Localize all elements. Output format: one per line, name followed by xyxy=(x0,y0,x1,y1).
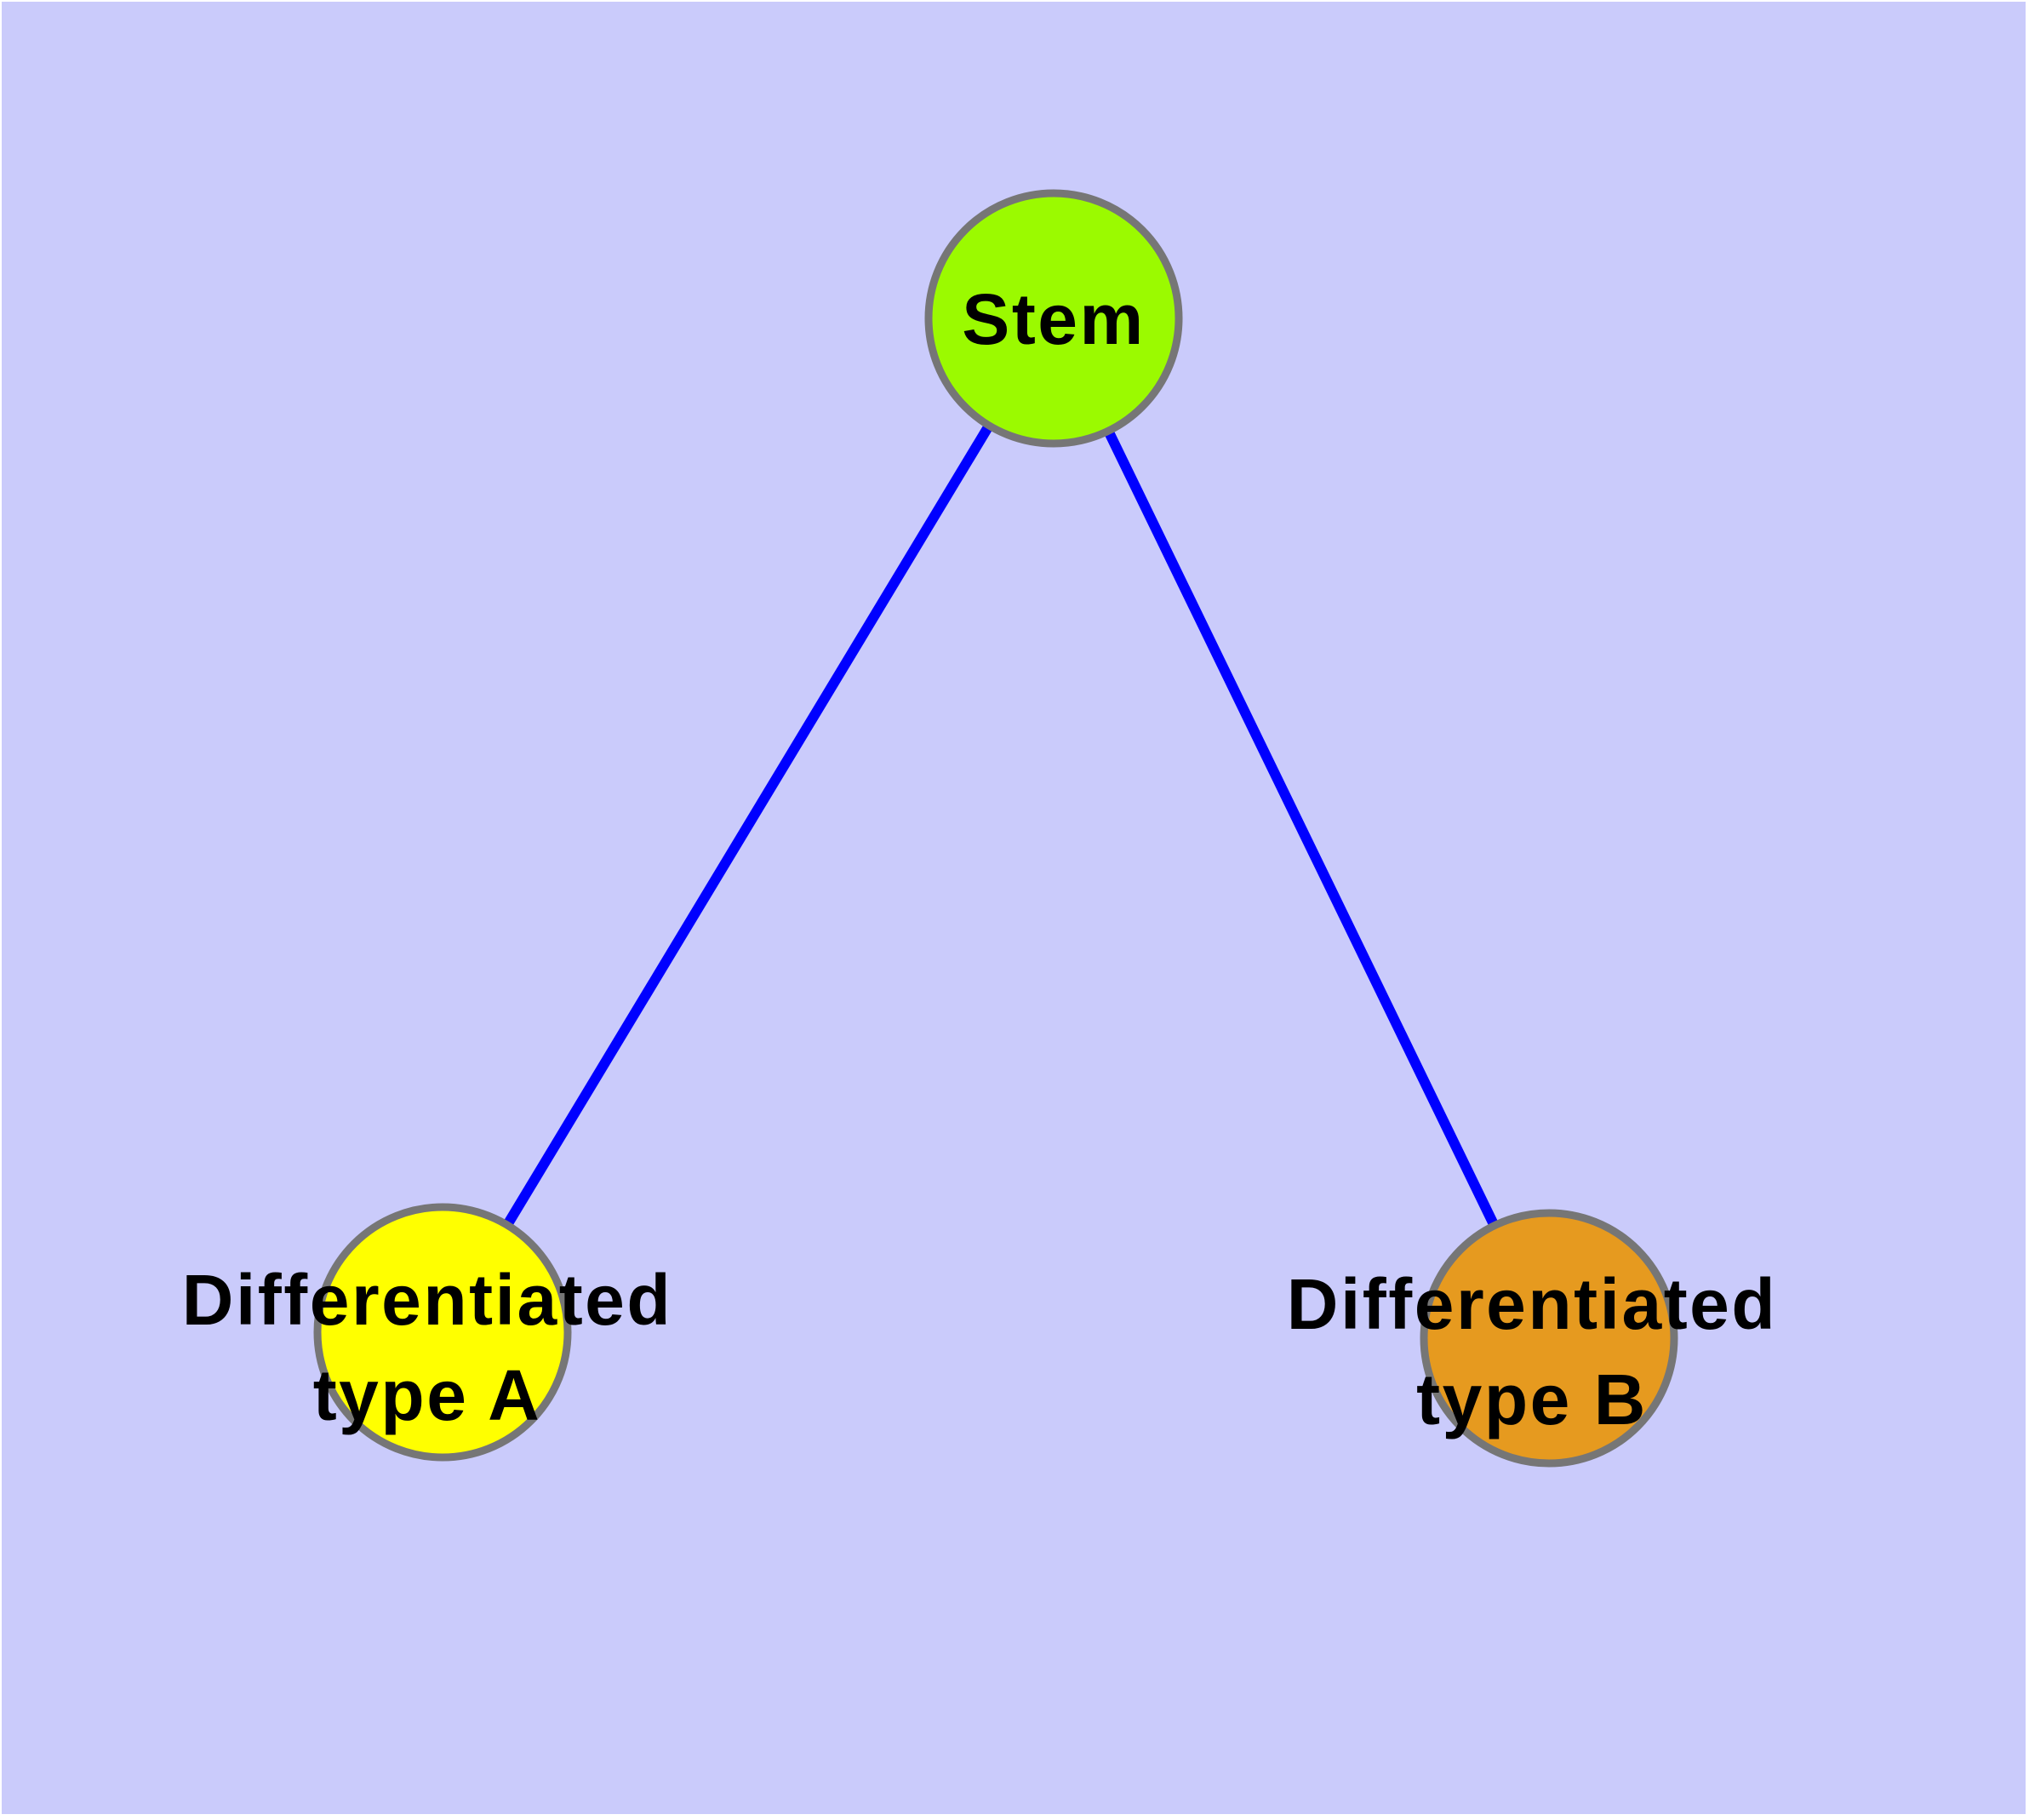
edge-stem-to-type-b xyxy=(1049,316,1554,1341)
node-stem-label: Stem xyxy=(962,279,1146,359)
node-differentiated-type-b-label: Differentiated type B xyxy=(1286,1264,1778,1439)
edge-stem-to-type-a xyxy=(437,315,1059,1336)
node-differentiated-type-a-label: Differentiated type A xyxy=(181,1260,673,1435)
node-differentiated-type-b xyxy=(1420,1209,1678,1468)
node-differentiated-type-a xyxy=(313,1203,572,1462)
node-stem xyxy=(924,189,1183,448)
